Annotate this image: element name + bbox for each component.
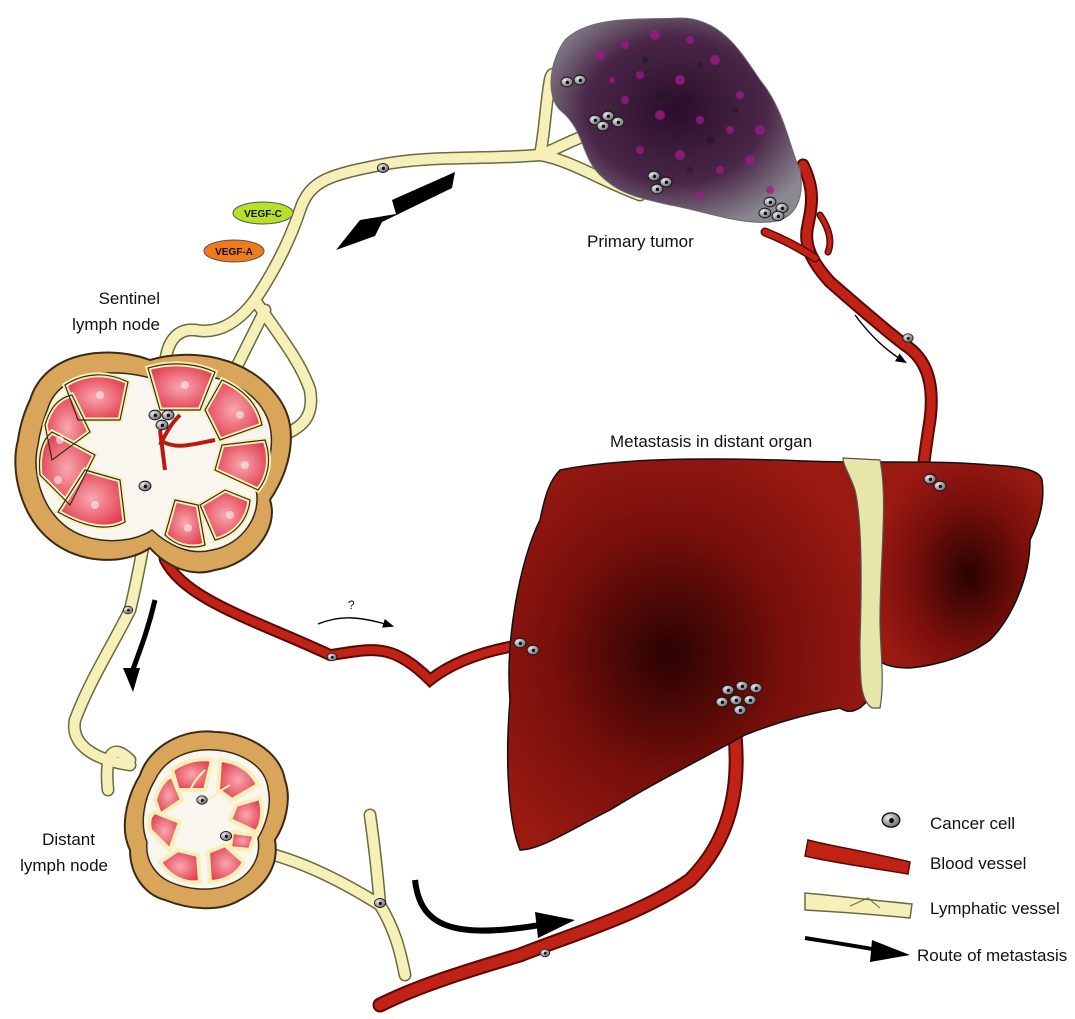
blood-vessel-icon [805, 840, 910, 874]
vegf-a-label: VEGF-A [215, 247, 253, 258]
sentinel-label-line2: lymph node [72, 315, 160, 334]
legend-route: Route of metastasis [805, 938, 1067, 965]
legend-lymphatic-vessel-label: Lymphatic vessel [930, 899, 1060, 918]
metastasis-label: Metastasis in distant organ [610, 432, 812, 451]
lymphatic-vessel-icon [805, 893, 912, 918]
legend: Cancer cell Blood vessel Lymphatic vesse… [805, 813, 1067, 965]
legend-cancer-cell-label: Cancer cell [930, 814, 1015, 833]
thin-arrow-question [318, 618, 392, 626]
distant-label-line1: Distant [42, 830, 95, 849]
legend-route-label: Route of metastasis [917, 946, 1067, 965]
distant-label-line2: lymph node [20, 856, 108, 875]
route-arrow-tumor-to-sentinel [336, 172, 455, 250]
cancer-cell-icon [882, 813, 900, 827]
legend-blood-vessel: Blood vessel [805, 840, 1026, 874]
route-arrow-distant-to-blood [415, 880, 540, 931]
vegf-c-label: VEGF-C [244, 209, 282, 220]
legend-lymphatic-vessel: Lymphatic vessel [805, 893, 1060, 918]
question-mark: ? [348, 598, 355, 612]
route-arrow-icon [805, 938, 878, 950]
distant-lymph-node [125, 731, 288, 908]
vegf-c-badge: VEGF-C [233, 202, 293, 224]
legend-blood-vessel-label: Blood vessel [930, 854, 1026, 873]
liver-organ [508, 458, 1043, 850]
legend-cancer-cell: Cancer cell [882, 813, 1015, 833]
primary-tumor [551, 18, 801, 222]
primary-tumor-label: Primary tumor [587, 232, 694, 251]
sentinel-label-line1: Sentinel [99, 289, 160, 308]
vegf-a-badge: VEGF-A [204, 240, 264, 262]
sentinel-lymph-node [15, 353, 291, 573]
